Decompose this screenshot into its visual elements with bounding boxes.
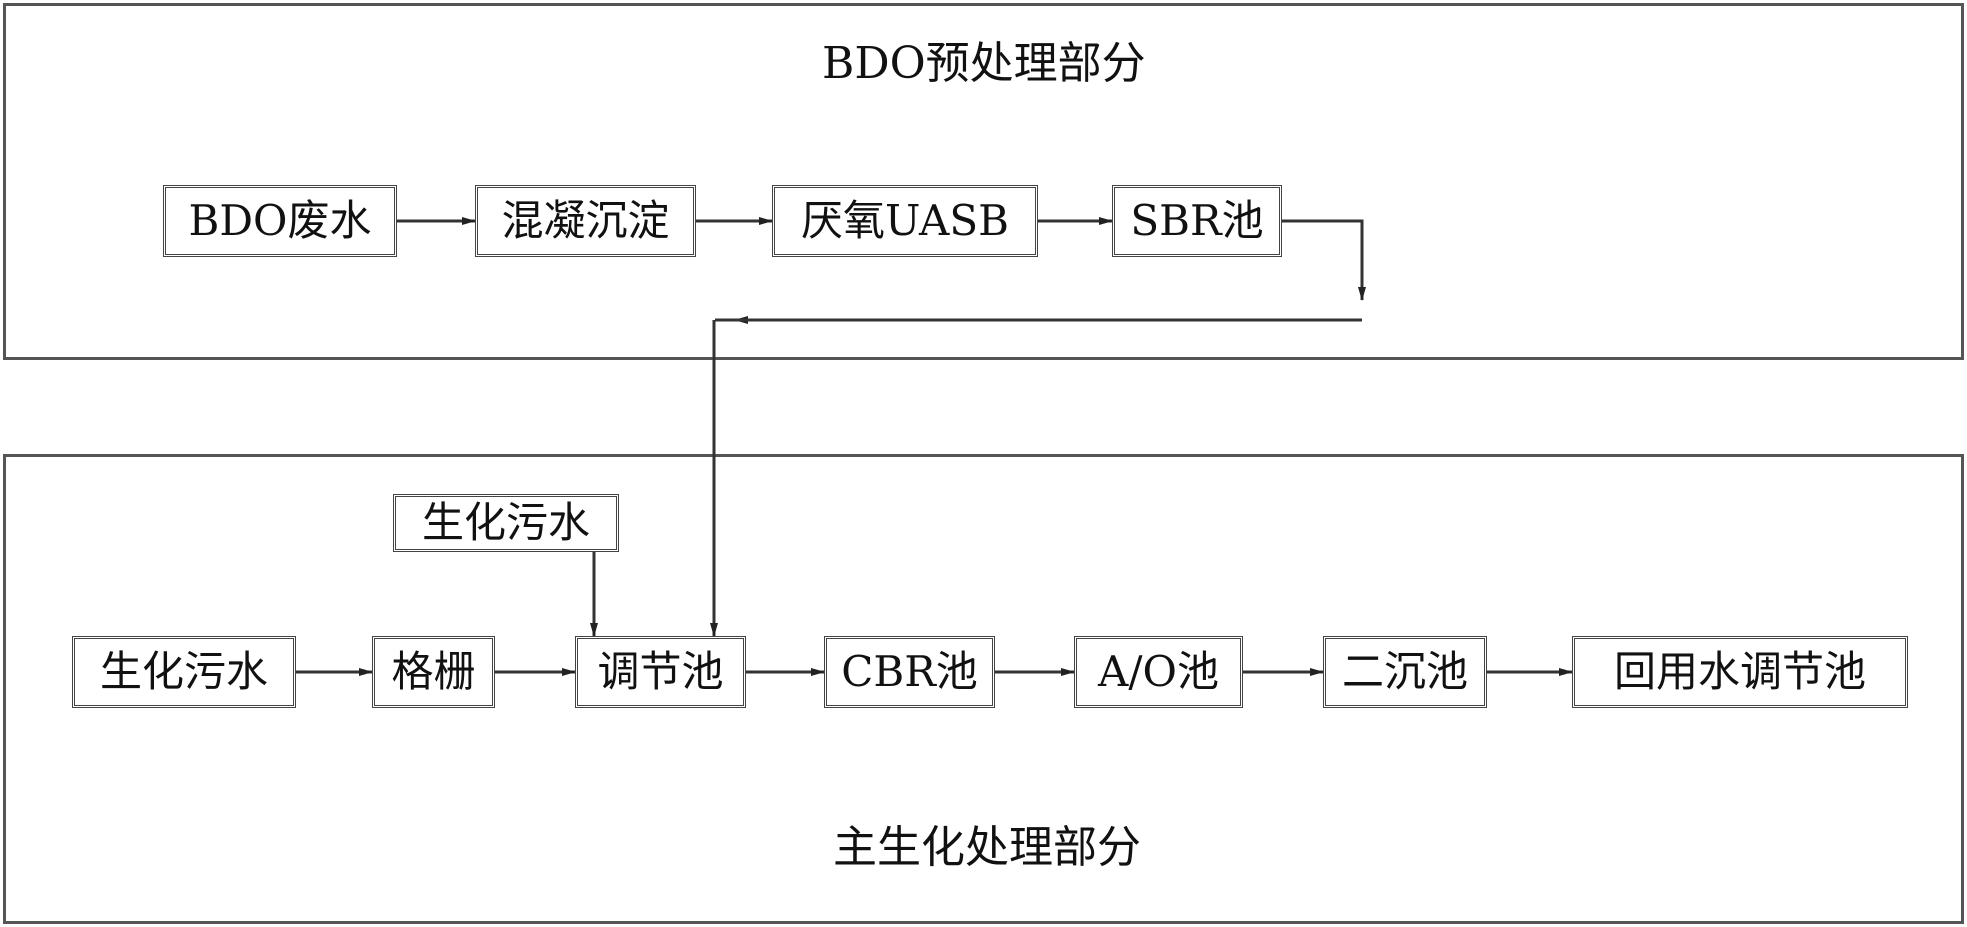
pretreatment-section-title: BDO预处理部分 <box>822 38 1146 89</box>
node-cbr-tank: CBR池 <box>824 636 995 708</box>
node-grille: 格栅 <box>372 636 495 708</box>
node-coagulation-sedimentation: 混凝沉淀 <box>475 185 696 257</box>
node-regulating-tank: 调节池 <box>575 636 746 708</box>
node-biochem-sewage-inflow: 生化污水 <box>72 636 296 708</box>
node-ao-tank: A/O池 <box>1074 636 1243 708</box>
node-biochem-sewage-top: 生化污水 <box>393 494 619 552</box>
main-section-title: 主生化处理部分 <box>833 822 1141 873</box>
node-anaerobic-uasb: 厌氧UASB <box>772 185 1038 257</box>
node-sbr-tank: SBR池 <box>1112 185 1282 257</box>
node-reuse-water-regulating-tank: 回用水调节池 <box>1572 636 1908 708</box>
node-bdo-wastewater: BDO废水 <box>163 185 397 257</box>
connector-sbr-out <box>1282 219 1364 300</box>
node-secondary-settling-tank: 二沉池 <box>1323 636 1487 708</box>
pretreatment-section <box>3 3 1964 360</box>
main-treatment-section <box>3 454 1964 924</box>
